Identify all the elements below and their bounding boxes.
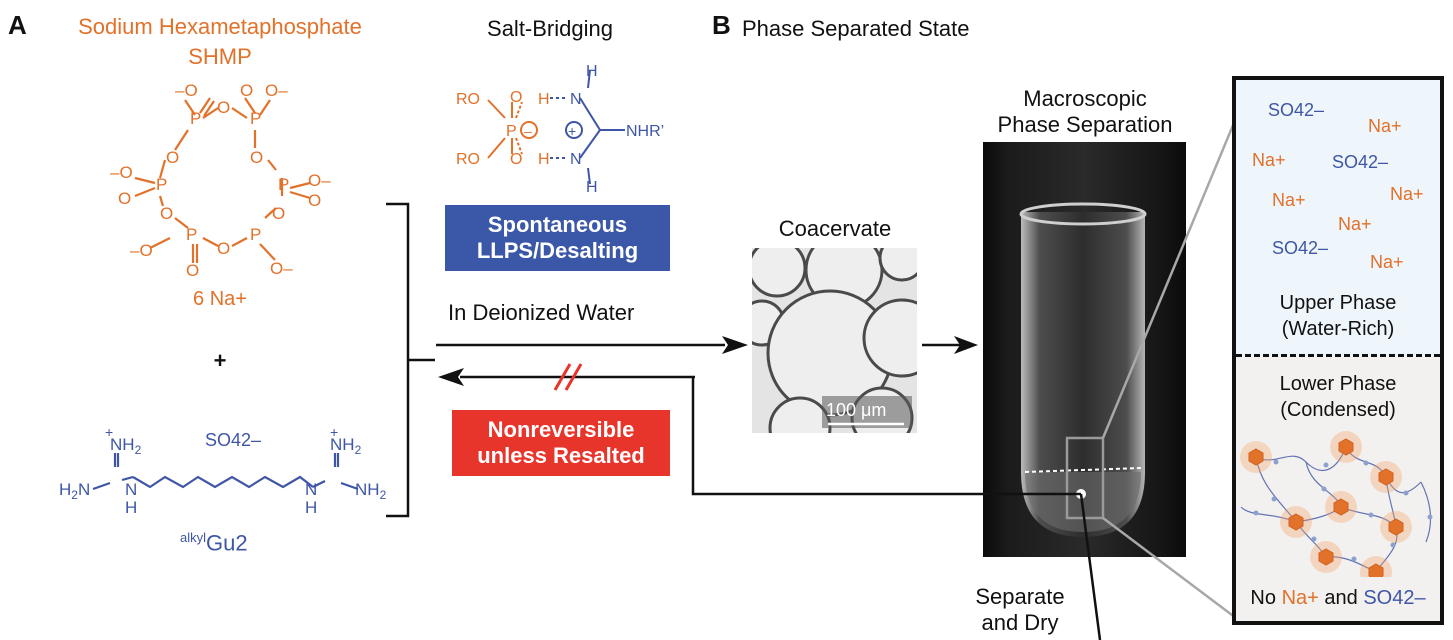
svg-text:NH2: NH2 xyxy=(355,480,387,502)
plus-sign: + xyxy=(213,348,227,373)
svg-text:H2N: H2N xyxy=(59,480,90,502)
svg-text:O: O xyxy=(118,189,131,208)
svg-text:RO: RO xyxy=(456,151,480,168)
coacervate-title: Coacervate xyxy=(778,216,892,241)
svg-text:O: O xyxy=(510,151,522,168)
svg-text:N: N xyxy=(305,480,317,499)
phase-boundary xyxy=(1236,354,1440,357)
svg-text:–O: –O xyxy=(130,241,153,260)
footer-so4: SO42– xyxy=(1363,587,1426,609)
svg-text:O–: O– xyxy=(308,171,331,190)
svg-text:H: H xyxy=(125,498,137,517)
na-ion-2: Na+ xyxy=(1252,150,1286,170)
svg-text:H: H xyxy=(305,498,317,517)
svg-text:O: O xyxy=(240,81,253,100)
alkyl-gu2-name: alkylGu2 xyxy=(180,530,248,556)
svg-text:N: N xyxy=(570,151,582,168)
so4-ion-2: SO42– xyxy=(1332,152,1389,172)
scale-bar-label: 100 μm xyxy=(826,400,887,420)
svg-text:O–: O– xyxy=(265,81,288,100)
svg-text:NHR’: NHR’ xyxy=(626,123,664,140)
alkyl-superscript: alkyl xyxy=(180,530,207,545)
svg-text:O: O xyxy=(160,204,173,223)
coacervate-micrograph xyxy=(752,248,917,433)
macro-title-line1: Macroscopic xyxy=(1023,86,1147,111)
shmp-counterion: 6 Na+ xyxy=(193,288,247,310)
nonreversible-box: Nonreversible unless Resalted xyxy=(452,410,670,476)
shmp-abbr: SHMP xyxy=(188,44,252,69)
alkyl-gu2-structure: + NH2 H2N NH + NH2 NH2 NH xyxy=(59,425,387,517)
svg-text:P: P xyxy=(190,109,201,128)
svg-text:P: P xyxy=(250,109,261,128)
panel-b-title: Phase Separated State xyxy=(742,16,970,41)
svg-text:O: O xyxy=(308,191,321,210)
svg-text:O: O xyxy=(510,89,522,106)
lower-phase-line2: (Condensed) xyxy=(1280,399,1396,421)
svg-text:P: P xyxy=(506,123,517,140)
na-ion-5: Na+ xyxy=(1338,214,1372,234)
svg-text:–: – xyxy=(524,123,532,139)
svg-text:P: P xyxy=(156,175,167,194)
svg-text:O: O xyxy=(250,148,263,167)
llps-box: Spontaneous LLPS/Desalting xyxy=(445,205,670,271)
deionized-water-label: In Deionized Water xyxy=(448,300,635,325)
na-ion-3: Na+ xyxy=(1272,190,1306,210)
svg-text:N: N xyxy=(125,480,137,499)
lower-phase-region: Lower Phase (Condensed) xyxy=(1236,357,1440,621)
svg-text:O: O xyxy=(166,148,179,167)
footer-no: No xyxy=(1250,587,1276,609)
svg-text:NH2: NH2 xyxy=(110,435,142,457)
footer-and: and xyxy=(1324,587,1358,609)
svg-text:N: N xyxy=(570,91,582,108)
shmp-name: Sodium Hexametaphosphate xyxy=(78,14,362,39)
reaction-arrows xyxy=(436,336,748,391)
svg-text:+: + xyxy=(330,425,338,440)
svg-text:O: O xyxy=(217,98,230,117)
upper-phase-line1: Upper Phase xyxy=(1279,292,1397,314)
svg-text:P: P xyxy=(250,225,261,244)
salt-bridging-title: Salt-Bridging xyxy=(487,16,613,41)
svg-text:RO: RO xyxy=(456,91,480,108)
svg-text:NH2: NH2 xyxy=(330,435,362,457)
upper-phase-region: SO42– Na+ Na+ SO42– Na+ Na+ Na+ SO42– Na… xyxy=(1236,80,1440,354)
na-ion-1: Na+ xyxy=(1368,116,1402,136)
na-ion-4: Na+ xyxy=(1390,184,1424,204)
lower-phase-line1: Lower Phase xyxy=(1279,373,1397,395)
svg-text:P: P xyxy=(278,175,289,194)
upper-phase-line2: (Water-Rich) xyxy=(1281,318,1395,340)
svg-text:O: O xyxy=(186,261,199,278)
gu2-label: Gu2 xyxy=(206,530,248,556)
svg-text:H: H xyxy=(586,179,598,196)
svg-text:H: H xyxy=(538,151,550,168)
svg-text:O: O xyxy=(272,204,285,223)
reactant-bracket xyxy=(386,202,435,518)
separate-line1: Separate xyxy=(975,584,1065,609)
so4-ion-3: SO42– xyxy=(1272,238,1329,258)
gu-sulfate-label: SO42– xyxy=(205,430,262,450)
svg-text:O–: O– xyxy=(270,259,293,278)
svg-text:P: P xyxy=(186,225,197,244)
na-ion-6: Na+ xyxy=(1370,252,1404,272)
separate-line2: and Dry xyxy=(981,610,1059,635)
svg-text:+: + xyxy=(105,425,113,440)
svg-text:O: O xyxy=(217,239,230,258)
macro-title-line2: Phase Separation xyxy=(997,112,1173,137)
no-ions-footer: No Na+ and SO42– xyxy=(1236,587,1440,610)
to-tube-arrow xyxy=(922,336,978,354)
so4-ion-1: SO42– xyxy=(1268,100,1325,120)
salt-bridging-structure: RO RO PO O – H H N N H H + NHR’ xyxy=(456,63,664,196)
zoom-panel: SO42– Na+ Na+ SO42– Na+ Na+ Na+ SO42– Na… xyxy=(1232,76,1444,625)
panel-a-label: A xyxy=(8,10,27,40)
svg-text:–O: –O xyxy=(175,81,198,100)
condensed-network xyxy=(1240,431,1433,577)
panel-b-label: B xyxy=(712,10,731,40)
svg-text:–O: –O xyxy=(110,163,133,182)
svg-text:H: H xyxy=(586,63,598,80)
footer-na: Na+ xyxy=(1281,587,1319,609)
svg-text:H: H xyxy=(538,91,550,108)
svg-text:+: + xyxy=(568,123,576,139)
